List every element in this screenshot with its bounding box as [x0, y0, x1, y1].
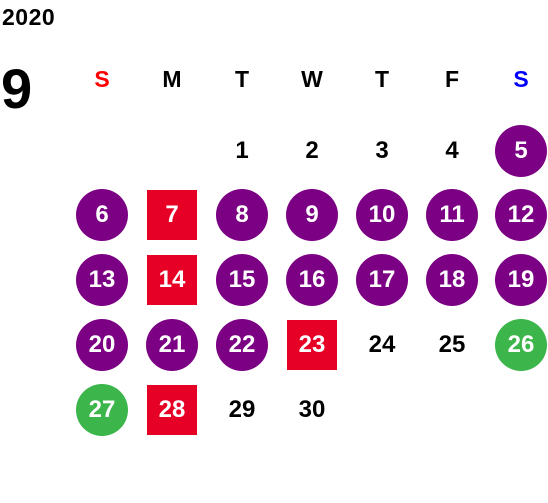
calendar-day-14[interactable]: 14 [147, 255, 197, 305]
calendar-day-20[interactable]: 20 [76, 319, 128, 371]
month-label: 9 [1, 57, 33, 120]
calendar-day-21[interactable]: 21 [146, 319, 198, 371]
weekday-tuesday: T [234, 66, 250, 92]
calendar-day-18[interactable]: 18 [426, 254, 478, 306]
calendar-day-30[interactable]: 30 [298, 396, 326, 423]
calendar-day-5[interactable]: 5 [495, 125, 547, 177]
weekday-sunday: S [94, 66, 110, 92]
calendar-day-22[interactable]: 22 [216, 319, 268, 371]
weekday-thursday: T [374, 66, 390, 92]
calendar-day-27[interactable]: 27 [76, 384, 128, 436]
calendar-day-24[interactable]: 24 [368, 331, 396, 358]
calendar-day-9[interactable]: 9 [286, 189, 338, 241]
weekday-monday: M [162, 66, 182, 92]
calendar-day-2[interactable]: 2 [305, 137, 319, 164]
calendar-day-11[interactable]: 11 [426, 189, 478, 241]
calendar-day-7[interactable]: 7 [147, 190, 197, 240]
calendar-day-8[interactable]: 8 [216, 189, 268, 241]
calendar-day-17[interactable]: 17 [356, 254, 408, 306]
calendar-day-19[interactable]: 19 [495, 254, 547, 306]
calendar-day-3[interactable]: 3 [375, 137, 389, 164]
calendar-day-12[interactable]: 12 [495, 189, 547, 241]
calendar-day-13[interactable]: 13 [76, 254, 128, 306]
calendar-day-16[interactable]: 16 [286, 254, 338, 306]
calendar-day-28[interactable]: 28 [147, 385, 197, 435]
calendar-day-4[interactable]: 4 [445, 137, 459, 164]
calendar-day-1[interactable]: 1 [235, 137, 249, 164]
calendar-day-25[interactable]: 25 [438, 331, 466, 358]
calendar-day-10[interactable]: 10 [356, 189, 408, 241]
weekday-saturday: S [513, 66, 529, 92]
calendar-day-29[interactable]: 29 [228, 396, 256, 423]
calendar-day-23[interactable]: 23 [287, 320, 337, 370]
weekday-wednesday: W [301, 66, 323, 92]
calendar-day-15[interactable]: 15 [216, 254, 268, 306]
calendar-day-6[interactable]: 6 [76, 189, 128, 241]
weekday-friday: F [444, 66, 460, 92]
year-label: 2020 [2, 4, 56, 30]
calendar-day-26[interactable]: 26 [495, 319, 547, 371]
